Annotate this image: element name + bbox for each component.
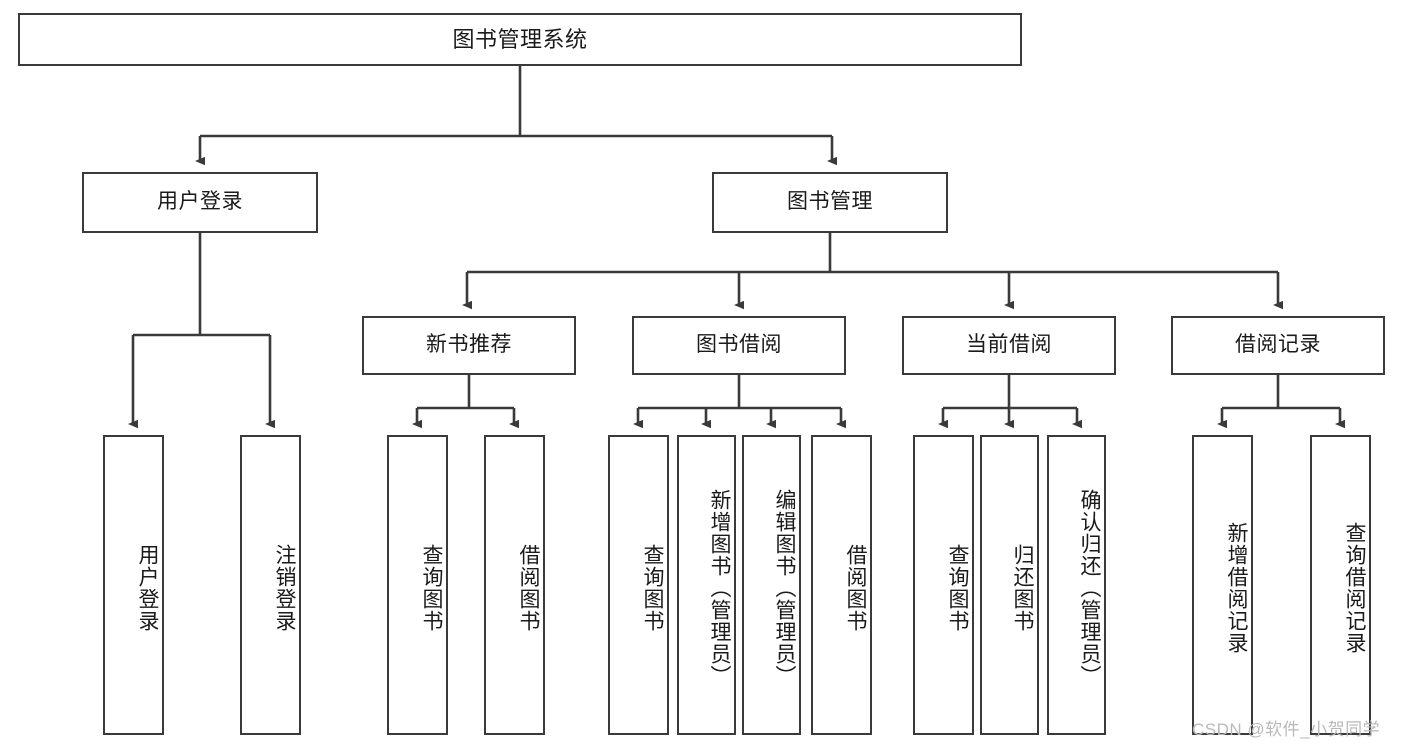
node-new-book-rec[interactable]: 新书推荐 [362,316,576,375]
node-label: 借阅图书 [517,544,540,632]
node-book-manage[interactable]: 图书管理 [712,172,948,233]
leaf-edit-book[interactable]: 编辑图书（管理员） [742,435,801,735]
node-book-borrow[interactable]: 图书借阅 [632,316,846,375]
node-label: 新书推荐 [426,333,512,357]
node-label: 新增图书（管理员） [708,489,731,687]
node-label: 查询图书 [946,544,969,632]
node-label: 注销登录 [273,544,296,632]
leaf-confirm-return[interactable]: 确认归还（管理员） [1047,435,1106,735]
node-label: 查询图书 [641,544,664,632]
leaf-return-book[interactable]: 归还图书 [980,435,1039,735]
leaf-borrow-book-2[interactable]: 借阅图书 [811,435,872,735]
leaf-query-book-3[interactable]: 查询图书 [913,435,974,735]
node-borrow-record[interactable]: 借阅记录 [1171,316,1385,375]
node-label: 查询图书 [420,544,443,632]
node-label: 借阅记录 [1235,333,1321,357]
node-label: 图书借阅 [696,333,782,357]
csdn-watermark: CSDN @软件_小贺同学 [1192,720,1381,739]
node-label: 用户登录 [136,544,159,632]
leaf-query-book-2[interactable]: 查询图书 [608,435,669,735]
leaf-query-book-1[interactable]: 查询图书 [387,435,448,735]
node-label: 借阅图书 [844,544,867,632]
node-label: 归还图书 [1011,544,1034,632]
node-current-borrow[interactable]: 当前借阅 [902,316,1116,375]
leaf-query-record[interactable]: 查询借阅记录 [1310,435,1371,735]
node-label: 图书管理系统 [452,26,588,52]
node-label: 新增借阅记录 [1225,522,1248,654]
leaf-logout[interactable]: 注销登录 [240,435,301,735]
leaf-add-record[interactable]: 新增借阅记录 [1192,435,1253,735]
node-label: 查询借阅记录 [1343,522,1366,654]
node-label: 确认归还（管理员） [1078,489,1101,687]
leaf-add-book[interactable]: 新增图书（管理员） [677,435,736,735]
node-user-login[interactable]: 用户登录 [82,172,318,233]
node-root-system[interactable]: 图书管理系统 [18,13,1022,66]
node-label: 编辑图书（管理员） [773,489,796,687]
leaf-user-login[interactable]: 用户登录 [103,435,164,735]
node-label: 用户登录 [157,190,243,214]
node-label: 当前借阅 [966,333,1052,357]
node-label: 图书管理 [787,190,873,214]
leaf-borrow-book-1[interactable]: 借阅图书 [484,435,545,735]
